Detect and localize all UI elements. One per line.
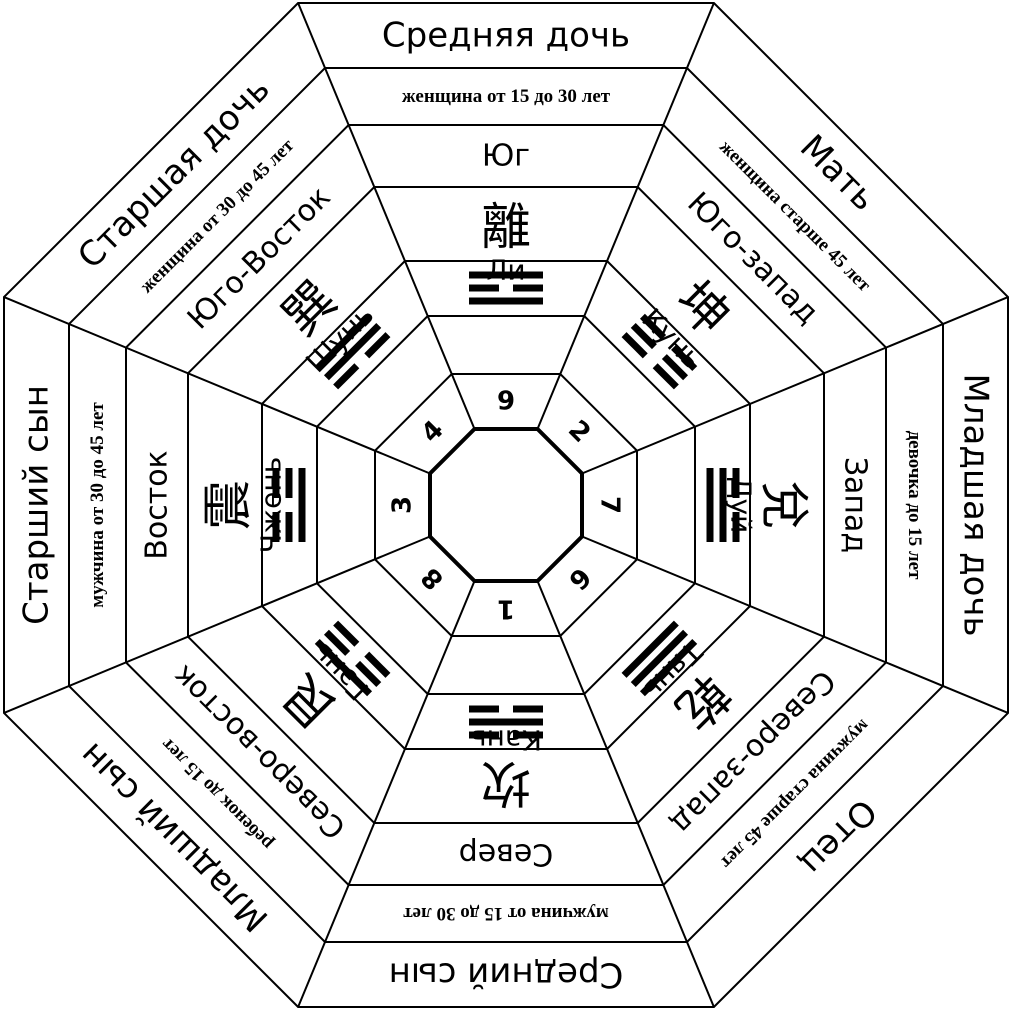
trigram-name: Чжень <box>255 457 288 553</box>
family-label: Отец <box>792 791 884 883</box>
trigram-symbol <box>314 313 391 390</box>
age-label: женщина от 15 до 30 лет <box>402 86 611 107</box>
direction-label: Север <box>459 837 554 872</box>
trigram-line-broken <box>355 660 382 688</box>
trigram-symbol <box>469 271 543 305</box>
sector-number: 7 <box>595 496 625 514</box>
trigram-line-broken <box>732 512 740 542</box>
sector-divider <box>581 296 1009 475</box>
trigram-line-broken <box>469 731 499 739</box>
sector-divider <box>581 535 1009 714</box>
family-label: Средняя дочь <box>382 16 630 56</box>
trigram-character: 坎 <box>481 754 531 812</box>
trigram-line-broken <box>364 332 391 359</box>
sector-east: Старший сын мужчина от 30 до 45 лет Восток… <box>17 385 418 625</box>
direction-label: Восток <box>140 450 175 559</box>
trigram-line-broken <box>469 284 499 292</box>
trigram-character: 兌 <box>755 480 813 530</box>
trigram-symbol <box>706 468 740 542</box>
sector-dividers <box>3 2 1009 1008</box>
trigram-line-broken <box>272 468 280 498</box>
octagon-ring <box>316 315 696 695</box>
direction-label: Запад <box>838 457 873 553</box>
sector-number: 1 <box>497 594 515 624</box>
trigram-character: 離 <box>481 198 531 256</box>
trigram-character: 震 <box>199 480 257 530</box>
family-label: Старший сын <box>17 385 57 625</box>
trigram-line-broken <box>513 705 543 713</box>
age-label: мужчина от 30 до 45 лет <box>87 402 108 608</box>
trigram-symbol <box>621 313 698 390</box>
trigram-symbol <box>314 620 391 697</box>
trigram-name: Ли <box>486 254 525 287</box>
center-octagon <box>428 427 584 583</box>
trigram-line-solid <box>323 322 382 381</box>
trigram-line-solid <box>469 297 543 305</box>
trigram-line-solid <box>314 313 373 372</box>
trigram-line-solid <box>630 629 689 688</box>
direction-label: Юг <box>482 139 530 174</box>
sector-number: 8 <box>416 561 450 595</box>
trigram-line-broken <box>285 512 293 542</box>
trigram-line-broken <box>621 332 648 359</box>
trigram-line-solid <box>621 620 679 678</box>
trigram-line-solid <box>469 718 543 726</box>
sector-divider <box>297 580 476 1008</box>
sector-number: 4 <box>416 415 450 449</box>
sector-number: 2 <box>562 415 596 449</box>
trigram-symbol <box>469 705 543 739</box>
trigram-line-broken <box>513 284 543 292</box>
trigram-symbol <box>621 620 698 697</box>
trigram-line-broken <box>333 620 360 647</box>
trigram-line-broken <box>661 354 689 381</box>
sector-divider <box>3 535 431 714</box>
trigram-line-solid <box>298 468 306 542</box>
trigram-line-solid <box>719 468 727 542</box>
sector-divider <box>536 580 715 1008</box>
trigram-line-broken <box>285 468 293 498</box>
trigram-line-broken <box>639 313 667 340</box>
trigram-line-broken <box>323 629 351 656</box>
family-label: Мать <box>792 127 884 219</box>
sector-divider <box>3 296 431 475</box>
family-label: Младшая дочь <box>956 373 996 636</box>
trigram-line-solid <box>706 468 714 542</box>
sector-number: 3 <box>388 496 418 514</box>
trigram-line-broken <box>364 651 391 678</box>
trigram-symbol <box>272 468 306 542</box>
trigram-line-solid <box>639 638 698 697</box>
trigram-line-solid <box>469 271 543 279</box>
age-label: девочка до 15 лет <box>904 431 925 581</box>
family-label: Средний сын <box>389 955 624 995</box>
sector-divider <box>297 2 476 430</box>
trigram-line-broken <box>671 344 698 372</box>
trigram-line-broken <box>513 731 543 739</box>
trigram-line-broken <box>272 512 280 542</box>
trigram-name: Кань <box>470 724 542 757</box>
trigram-name: Дуй <box>725 477 758 534</box>
trigram-line-broken <box>469 705 499 713</box>
trigram-line-broken <box>732 468 740 498</box>
sector-north: Средний сын мужчина от 15 до 30 лет Север 坎… <box>389 594 624 995</box>
trigram-line-solid <box>314 638 373 697</box>
sector-number: 9 <box>497 387 515 417</box>
trigram-line-broken <box>630 322 657 350</box>
trigram-line-broken <box>333 363 360 390</box>
sector-number: 6 <box>562 561 596 595</box>
trigram-line-broken <box>652 363 679 390</box>
sector-divider <box>536 2 715 430</box>
age-label: мужчина от 15 до 30 лет <box>403 903 609 924</box>
